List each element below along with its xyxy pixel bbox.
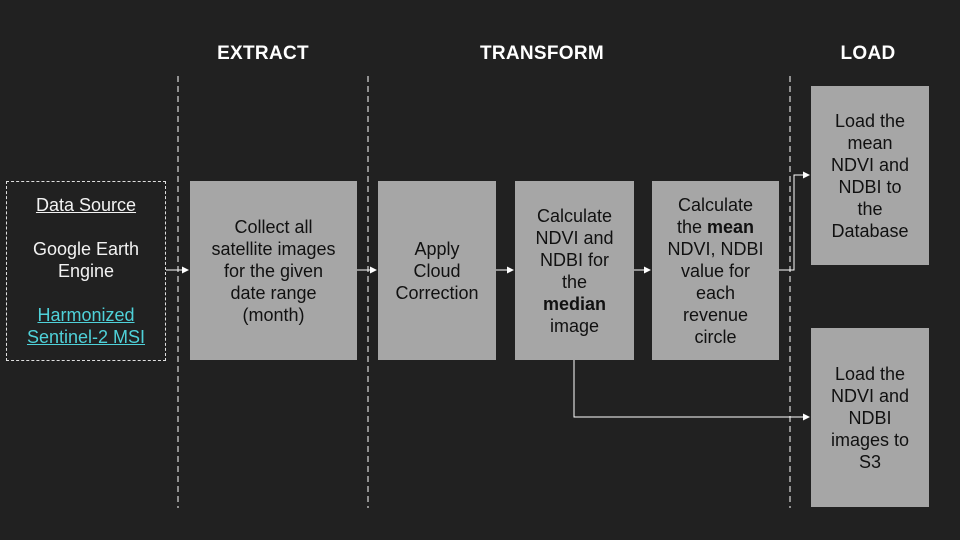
mean-line-5: revenue (682, 304, 749, 325)
mean-line-3: value for (680, 260, 751, 281)
arrow-mean-to-database (779, 171, 810, 271)
median-bold-line: median (543, 293, 606, 315)
mean-bold: mean (707, 216, 755, 237)
load-s3-line-4: images to (830, 429, 910, 450)
header-load: LOAD (840, 43, 896, 64)
mean-line-6: circle (694, 326, 737, 347)
mean-pre-bold: the (676, 216, 707, 237)
engine-line-1: Google Earth (32, 239, 140, 259)
mean-line-2: NDVI, NDBI (667, 238, 764, 259)
data-source-engine: Google Earth Engine (33, 238, 139, 282)
mean-bold-line: the mean (677, 216, 754, 238)
data-source-title: Data Source (35, 195, 137, 215)
sentinel-link-line-1[interactable]: Harmonized (37, 305, 135, 325)
collect-line-3: for the given (223, 260, 324, 281)
load-db-line-5: the (857, 198, 883, 219)
cloud-line-2: Cloud (413, 260, 461, 281)
load-db-line-2: mean (847, 132, 893, 153)
load-db-line-1: Load the (834, 110, 906, 131)
load-db-line-4: NDBI to (838, 176, 902, 197)
median-line-2: NDVI and (535, 227, 614, 248)
collect-line-5: (month) (242, 304, 305, 325)
median-line-4: the (561, 271, 588, 292)
mean-line-4: each (695, 282, 736, 303)
cloud-line-1: Apply (414, 238, 460, 259)
sentinel-link[interactable]: Harmonized Sentinel-2 MSI (27, 304, 145, 348)
arrow-median-to-s3 (573, 360, 810, 421)
collect-images-box: Collect all satellite images for the giv… (190, 181, 357, 360)
load-s3-line-2: NDVI and (830, 385, 910, 406)
load-s3-line-5: S3 (858, 451, 882, 472)
collect-line-2: satellite images (211, 238, 336, 259)
load-s3-box: Load the NDVI and NDBI images to S3 (811, 328, 929, 507)
sentinel-link-line-2[interactable]: Sentinel-2 MSI (26, 327, 146, 347)
cloud-line-3: Correction (395, 282, 479, 303)
data-source-box: Data Source Google Earth Engine Harmoniz… (6, 181, 166, 361)
median-line-3: NDBI for (539, 249, 609, 270)
median-bold: median (542, 293, 607, 314)
load-database-box: Load the mean NDVI and NDBI to the Datab… (811, 86, 929, 265)
load-db-line-3: NDVI and (830, 154, 910, 175)
median-box: Calculate NDVI and NDBI for the median i… (515, 181, 634, 360)
mean-box: Calculate the mean NDVI, NDBI value for … (652, 181, 779, 360)
median-line-1: Calculate (536, 205, 613, 226)
header-extract: EXTRACT (217, 43, 309, 64)
load-s3-line-3: NDBI (848, 407, 892, 428)
collect-line-4: date range (230, 282, 317, 303)
cloud-correction-box: Apply Cloud Correction (378, 181, 496, 360)
median-line-5: image (549, 315, 600, 336)
collect-line-1: Collect all (234, 216, 313, 237)
engine-line-2: Engine (57, 261, 115, 281)
header-transform: TRANSFORM (479, 43, 605, 64)
load-db-line-6: Database (831, 220, 909, 241)
mean-line-1: Calculate (677, 194, 754, 215)
load-s3-line-1: Load the (834, 363, 906, 384)
